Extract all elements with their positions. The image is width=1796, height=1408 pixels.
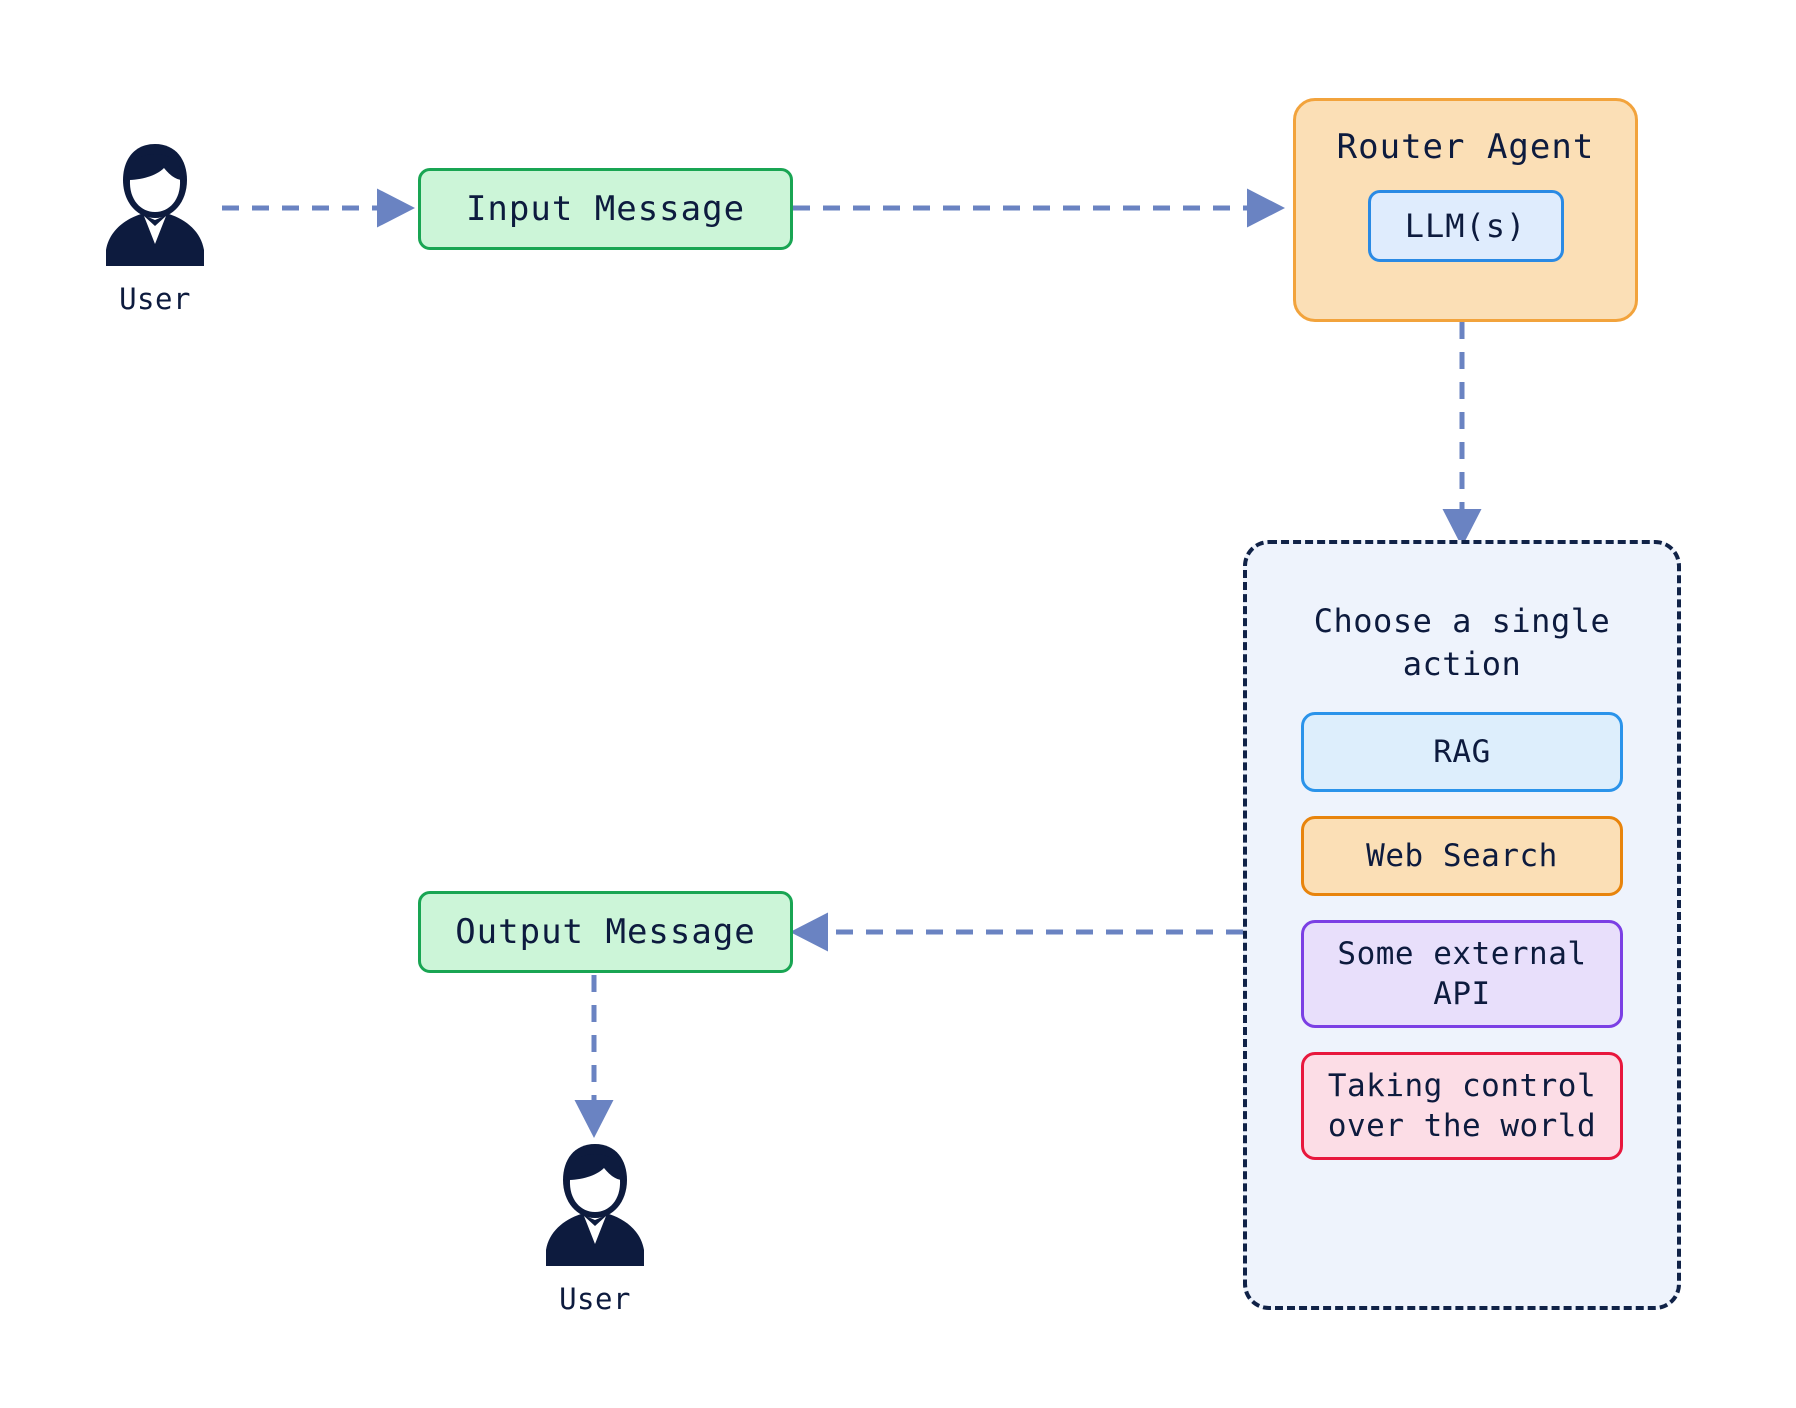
action-label-external-api: Some external API — [1337, 936, 1587, 1013]
llm-label: LLM(s) — [1404, 206, 1527, 245]
user-avatar-icon — [546, 1144, 644, 1266]
action-label-rag: RAG — [1433, 734, 1491, 771]
router-agent-box[interactable]: Router Agent LLM(s) — [1293, 98, 1638, 322]
user-bottom: User — [535, 1140, 655, 1316]
router-agent-title: Router Agent — [1336, 127, 1595, 167]
action-label-web-search: Web Search — [1366, 838, 1558, 875]
user-top: User — [95, 140, 215, 316]
output-message-box[interactable]: Output Message — [418, 891, 793, 973]
input-message-label: Input Message — [465, 188, 746, 229]
action-box-taking-control[interactable]: Taking control over the world — [1301, 1052, 1623, 1161]
action-box-web-search[interactable]: Web Search — [1301, 816, 1623, 897]
user-bottom-label: User — [559, 1282, 631, 1316]
action-box-rag[interactable]: RAG — [1301, 712, 1623, 793]
input-message-box[interactable]: Input Message — [418, 168, 793, 250]
action-choice-container: Choose a single action RAG Web Search So… — [1243, 540, 1681, 1310]
action-box-external-api[interactable]: Some external API — [1301, 920, 1623, 1029]
user-avatar-icon — [106, 144, 204, 266]
output-message-label: Output Message — [455, 911, 756, 952]
action-container-title: Choose a single action — [1313, 602, 1611, 684]
user-top-label: User — [119, 282, 191, 316]
action-label-taking-control: Taking control over the world — [1327, 1068, 1597, 1145]
llm-box[interactable]: LLM(s) — [1367, 189, 1564, 262]
